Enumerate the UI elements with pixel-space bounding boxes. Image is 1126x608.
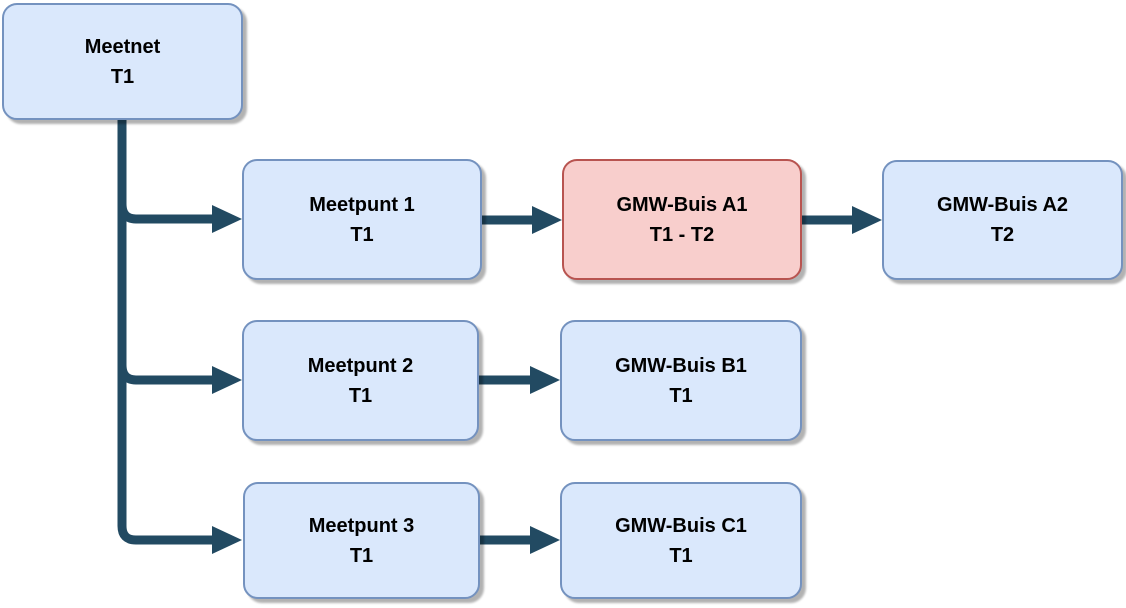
node-meetpunt-1-period: T1 [350, 223, 374, 246]
node-meetpunt-1-label: Meetpunt 1 [309, 193, 415, 216]
node-gmw-buis-b1: GMW-Buis B1 T1 [560, 320, 802, 441]
connector-meetnet-meetpunt1 [117, 203, 213, 224]
node-meetpunt-2-period: T1 [348, 384, 373, 407]
node-gmw-buis-a1-label: GMW-Buis A1 [616, 193, 748, 216]
node-gmw-buis-c1: GMW-Buis C1 T1 [560, 482, 802, 599]
arrowhead-gmwa1 [532, 206, 562, 234]
node-meetnet-label: Meetnet [84, 35, 161, 58]
node-meetpunt-3: Meetpunt 3 T1 [243, 482, 480, 599]
node-gmw-buis-b1-period: T1 [669, 384, 693, 407]
node-meetpunt-3-label: Meetpunt 3 [308, 514, 415, 537]
node-gmw-buis-c1-label: GMW-Buis C1 [615, 514, 747, 537]
node-gmw-buis-b1-label: GMW-Buis B1 [615, 354, 747, 377]
node-meetpunt-2-label: Meetpunt 2 [307, 354, 414, 377]
node-gmw-buis-c1-period: T1 [669, 544, 693, 567]
node-gmw-buis-a2: GMW-Buis A2 T2 [882, 160, 1123, 280]
node-meetpunt-2: Meetpunt 2 T1 [242, 320, 479, 441]
node-meetnet-period: T1 [110, 65, 135, 88]
arrowhead-gmwa2 [852, 206, 882, 234]
node-gmw-buis-a1-period: T1 - T2 [649, 223, 715, 246]
node-gmw-buis-a2-label: GMW-Buis A2 [936, 194, 1069, 216]
connector-meetnet-meetpunt3 [117, 119, 213, 545]
arrowhead-meetpunt2 [212, 366, 242, 394]
arrowhead-meetpunt1 [212, 205, 242, 233]
connector-meetnet-meetpunt2 [117, 364, 213, 385]
arrowhead-gmwc1 [530, 526, 560, 554]
node-gmw-buis-a2-period: T2 [990, 224, 1015, 246]
arrowhead-gmwb1 [530, 366, 560, 394]
node-meetnet: Meetnet T1 [2, 3, 243, 120]
node-meetpunt-1: Meetpunt 1 T1 [242, 159, 482, 280]
node-meetpunt-3-period: T1 [349, 544, 374, 567]
node-gmw-buis-a1: GMW-Buis A1 T1 - T2 [562, 159, 802, 280]
arrowhead-meetpunt3 [212, 526, 242, 554]
